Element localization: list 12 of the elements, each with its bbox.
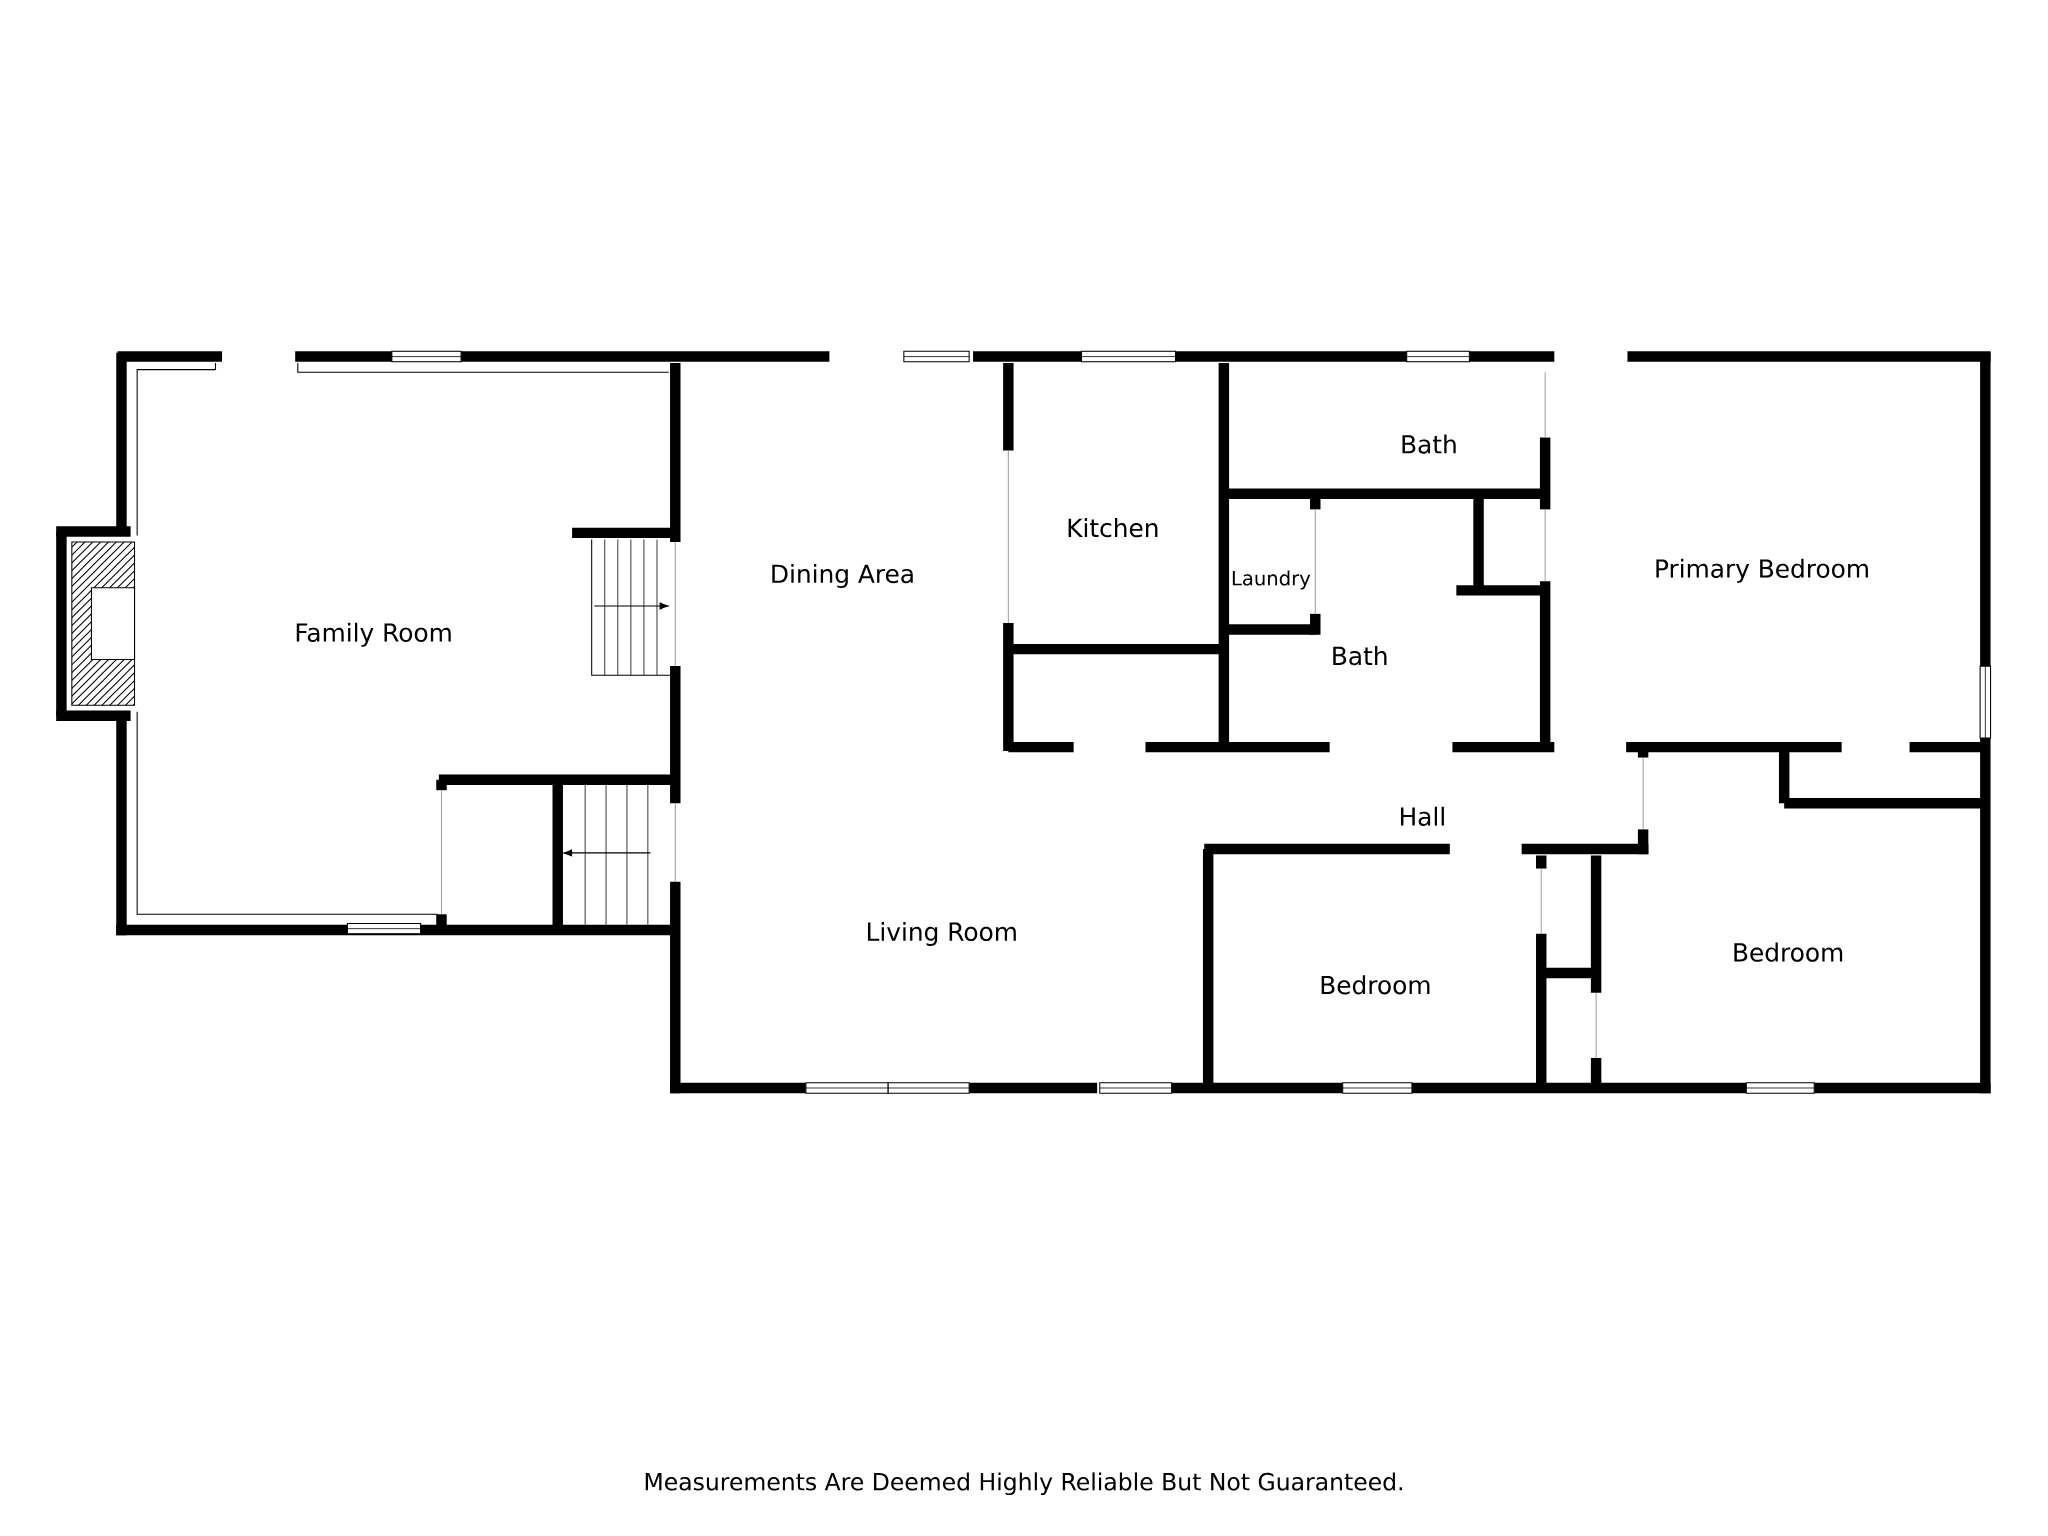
room-label: Kitchen — [1068, 518, 1158, 538]
room-label: Bedroom — [1321, 975, 1430, 995]
room-label: Living Room — [868, 921, 1016, 946]
room-label: Laundry — [1232, 570, 1311, 590]
room-label: Bath — [1333, 646, 1387, 666]
room-label: Bath — [1402, 434, 1456, 454]
room-label: Dining Area — [772, 564, 913, 588]
room-label: Bedroom — [1734, 942, 1843, 962]
disclaimer-note: Measurements Are Deemed Highly Reliable But Not Guaranteed. — [645, 1472, 1403, 1496]
room-label: Family Room — [296, 622, 451, 647]
room-label: Hall — [1400, 806, 1444, 826]
room-label: Primary Bedroom — [1656, 558, 1868, 583]
